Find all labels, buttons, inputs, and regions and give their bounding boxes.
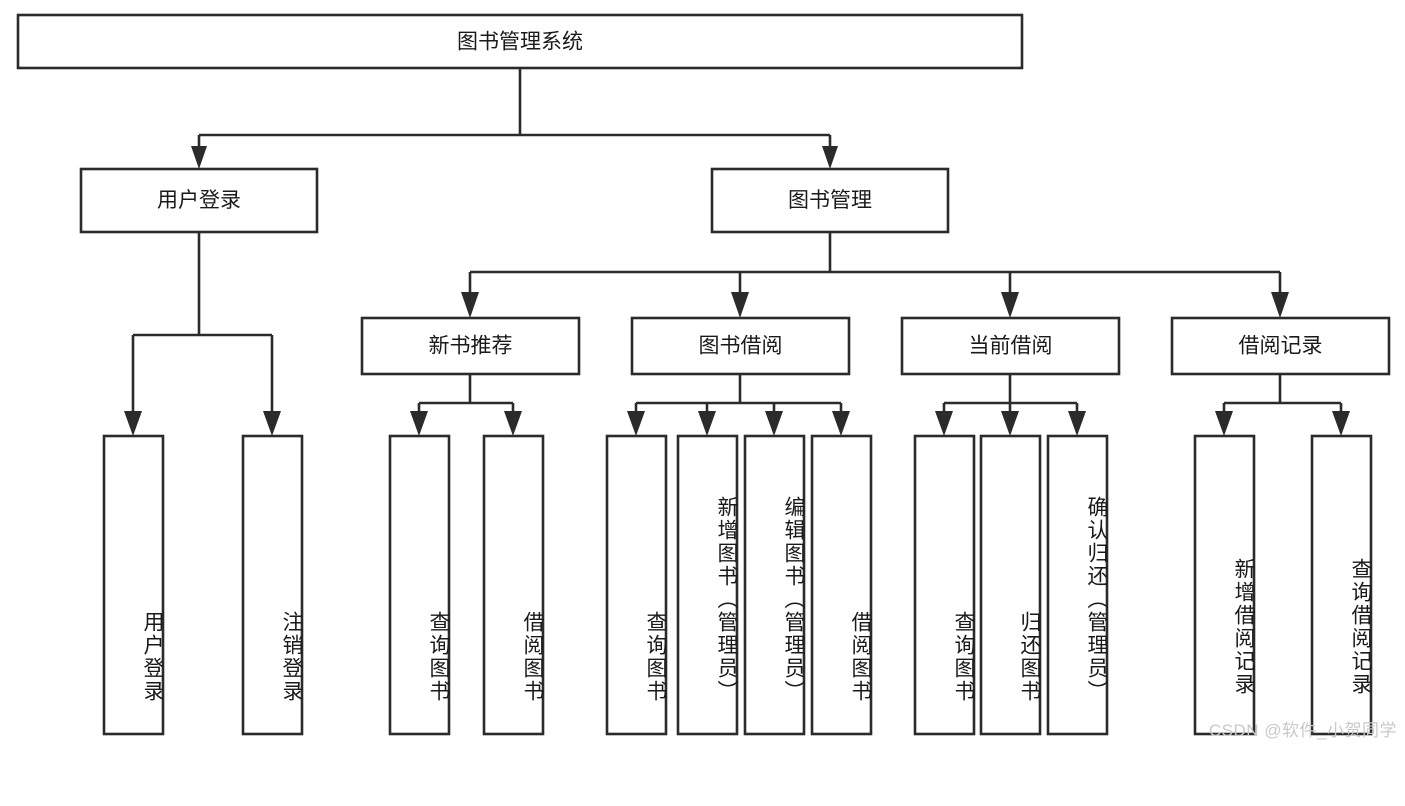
node-book-borrow-label: 图书借阅 xyxy=(699,335,783,358)
node-leaf-add-borrow-record-box[interactable] xyxy=(1193,434,1256,736)
arrow-head-leaf-query-book-1 xyxy=(410,411,428,436)
node-borrow-record-box[interactable] xyxy=(1170,316,1391,376)
arrow-head-leaf-add-book-admin xyxy=(698,411,716,436)
flowchart-svg: 图书管理系统 用户登录 图书管理 新书推荐 图书借阅 当前借阅 借阅记录 xyxy=(16,13,1391,736)
arrow-head-leaf-logout xyxy=(263,411,281,436)
node-root-box[interactable] xyxy=(16,13,1024,70)
node-current-borrow-label: 当前借阅 xyxy=(969,335,1053,358)
node-new-book-recommend-box[interactable] xyxy=(360,316,581,376)
node-leaf-user-login-box[interactable] xyxy=(102,434,165,736)
connector-layer xyxy=(124,68,1350,436)
node-leaf-edit-book-admin-box[interactable] xyxy=(743,434,806,736)
node-book-manage-label: 图书管理 xyxy=(788,189,872,212)
node-leaf-borrow-book-1-box[interactable] xyxy=(482,434,545,736)
arrow-head-leaf-query-borrow-record xyxy=(1332,411,1350,436)
arrow-head-leaf-user-login xyxy=(124,411,142,436)
node-current-borrow-box[interactable] xyxy=(900,316,1121,376)
csdn-watermark: CSDN @软件_小贺同学 xyxy=(1208,721,1397,740)
node-book-manage-box[interactable] xyxy=(710,167,950,234)
arrow-head-leaf-confirm-return-admin xyxy=(1068,411,1086,436)
node-leaf-query-borrow-record-box[interactable] xyxy=(1310,434,1373,736)
node-leaf-borrow-book-2-box[interactable] xyxy=(810,434,873,736)
arrow-head-leaf-return-book xyxy=(1001,411,1019,436)
arrow-head-book-borrow xyxy=(731,292,749,318)
node-leaf-query-book-2-box[interactable] xyxy=(605,434,668,736)
arrow-head-leaf-edit-book-admin xyxy=(765,411,783,436)
node-book-borrow-box[interactable] xyxy=(630,316,851,376)
arrow-head-new-book-recommend xyxy=(461,292,479,318)
node-user-login-label: 用户登录 xyxy=(157,189,241,212)
arrow-head-leaf-query-book-3 xyxy=(935,411,953,436)
node-user-login-box[interactable] xyxy=(79,167,319,234)
node-leaf-query-book-1-box[interactable] xyxy=(388,434,451,736)
arrow-head-book-manage xyxy=(822,146,838,169)
arrow-head-borrow-record xyxy=(1271,292,1289,318)
node-leaf-return-book-box[interactable] xyxy=(979,434,1042,736)
node-root-label: 图书管理系统 xyxy=(457,31,583,54)
node-leaf-add-book-admin-box[interactable] xyxy=(676,434,739,736)
arrow-head-leaf-borrow-book-2 xyxy=(832,411,850,436)
node-new-book-recommend-label: 新书推荐 xyxy=(429,335,513,358)
flowchart-canvas: 图书管理系统 用户登录 图书管理 新书推荐 图书借阅 当前借阅 借阅记录 xyxy=(16,13,1397,740)
arrow-head-leaf-add-borrow-record xyxy=(1215,411,1233,436)
arrow-head-current-borrow xyxy=(1001,292,1019,318)
arrow-head-leaf-borrow-book-1 xyxy=(504,411,522,436)
arrow-head-user-login xyxy=(191,146,207,169)
arrow-head-leaf-query-book-2 xyxy=(627,411,645,436)
node-borrow-record-label: 借阅记录 xyxy=(1239,335,1323,358)
node-leaf-logout-box[interactable] xyxy=(241,434,304,736)
node-layer: 图书管理系统 用户登录 图书管理 新书推荐 图书借阅 当前借阅 借阅记录 xyxy=(16,13,1391,736)
node-leaf-query-book-3-box[interactable] xyxy=(913,434,976,736)
node-leaf-confirm-return-admin-box[interactable] xyxy=(1046,434,1109,736)
